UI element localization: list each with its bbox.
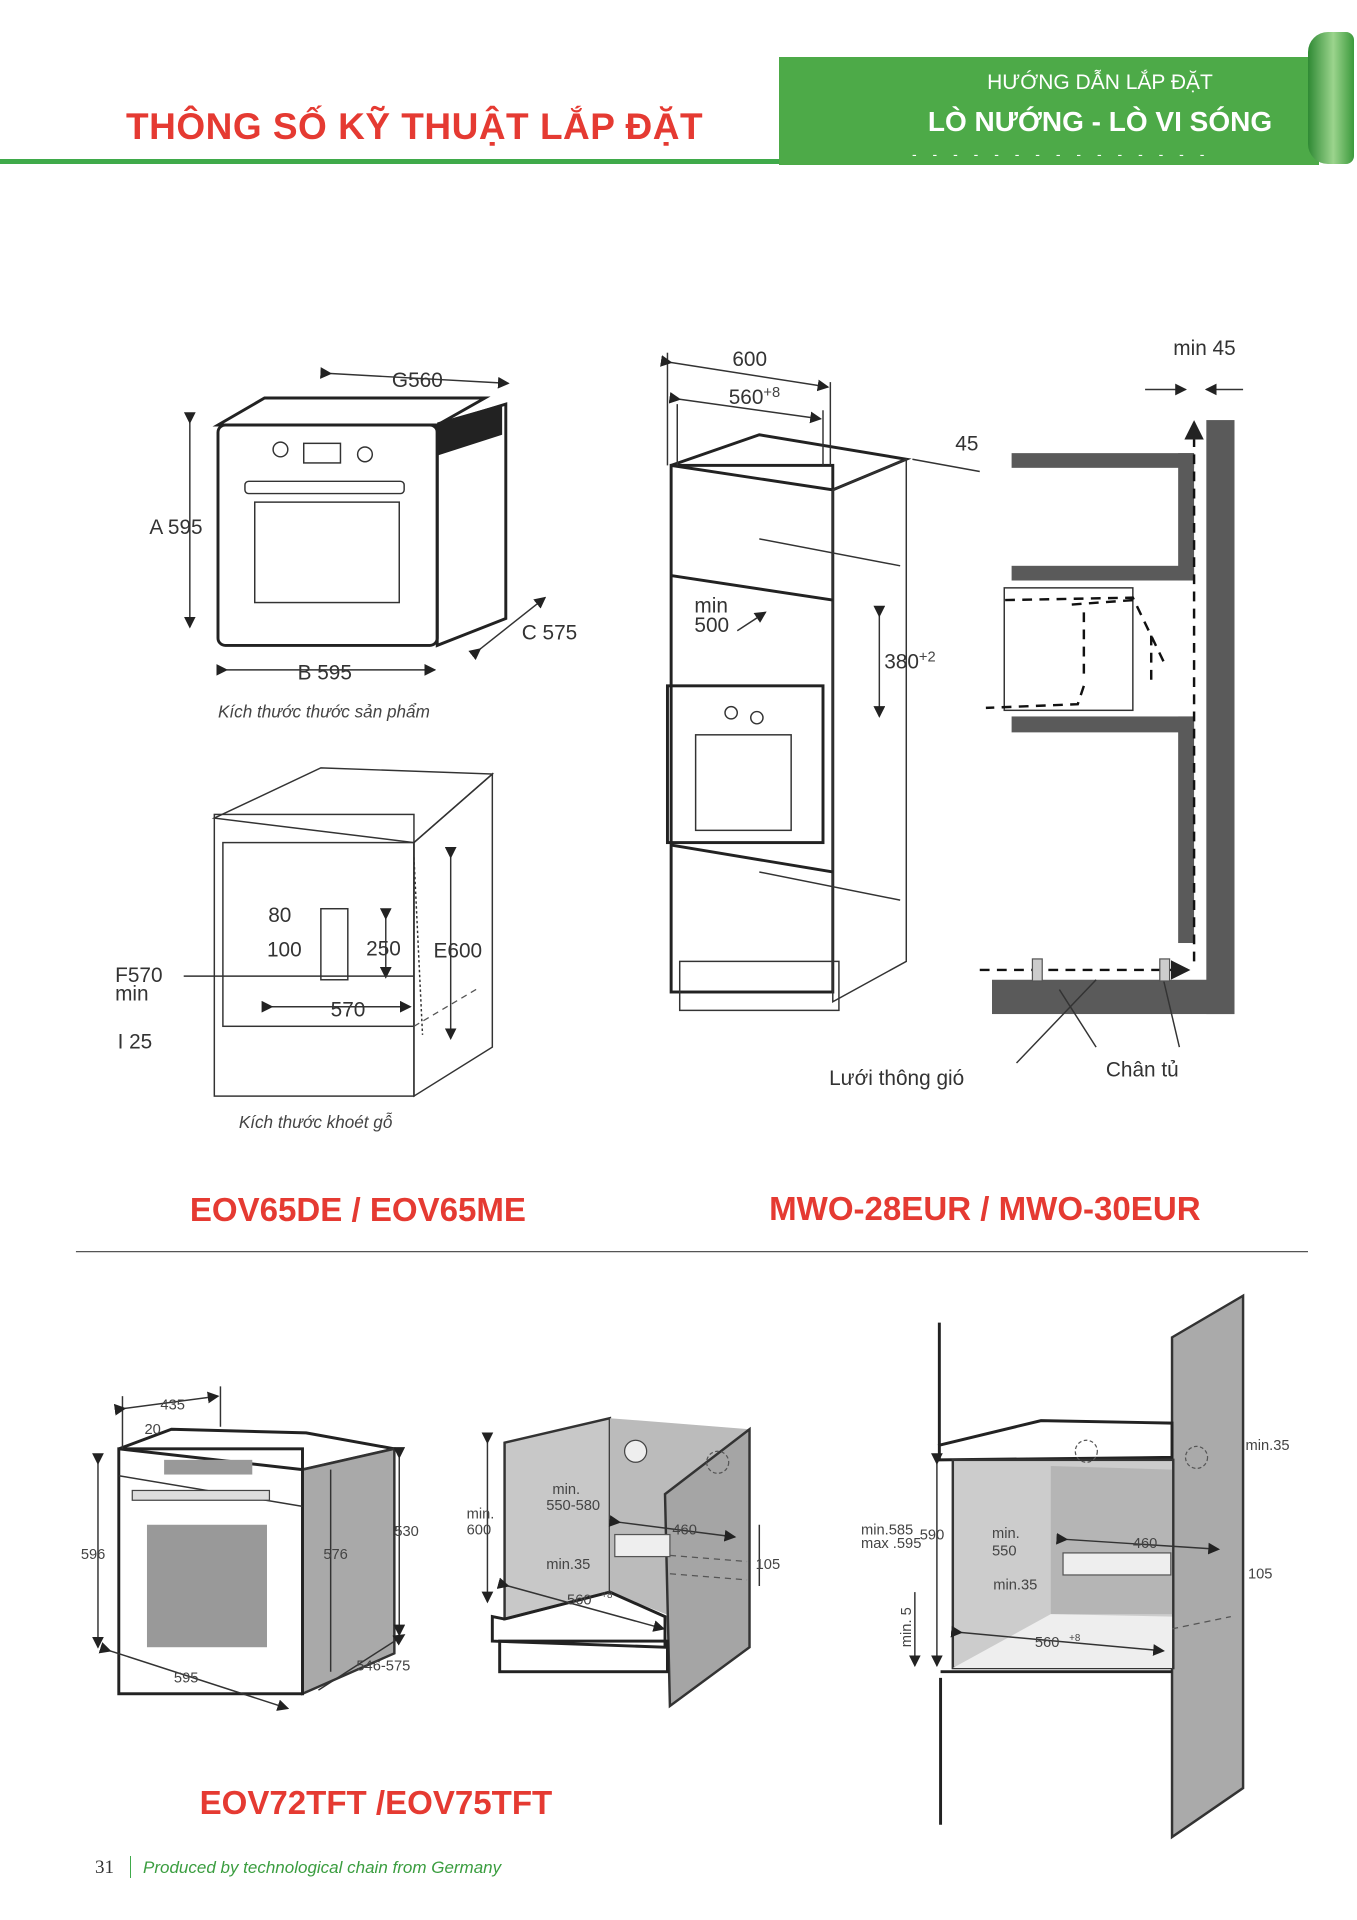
dim-min550-value: 550-580 [546, 1498, 600, 1514]
dim-380: 380+2 [884, 649, 935, 673]
dim-45: 45 [955, 433, 978, 456]
dim-596: 596 [81, 1547, 106, 1563]
footer-separator [130, 1856, 131, 1878]
dim-min550-label: min. [552, 1482, 580, 1498]
dim-80: 80 [268, 904, 291, 927]
dim-i25: I 25 [118, 1030, 153, 1053]
header-divider [0, 159, 790, 164]
dim-570: 570 [331, 999, 366, 1022]
dim-576: 576 [323, 1547, 348, 1563]
dim-530: 530 [394, 1524, 419, 1540]
dim-f570: F570 [115, 964, 162, 987]
cabinet-foot-label: Chân tủ [1106, 1059, 1179, 1082]
dim-560-r: 560+8 [1035, 1633, 1081, 1651]
oven-product-drawing [183, 367, 547, 676]
dim-a595: A 595 [149, 516, 202, 539]
dim-560: 560+8 [567, 1590, 613, 1608]
dim-600: 600 [732, 348, 767, 371]
dim-min550-value-r: 550 [992, 1543, 1017, 1559]
vent-grille-label: Lưới thông gió [829, 1067, 964, 1090]
dim-590: 590 [920, 1527, 945, 1543]
dim-250: 250 [366, 937, 401, 960]
model-eov72: EOV72TFT /EOV75TFT [200, 1785, 553, 1822]
dim-min35-r: min.35 [993, 1578, 1037, 1594]
dim-435: 435 [160, 1398, 185, 1414]
dim-105: 105 [756, 1557, 781, 1573]
banner-dashes: - - - - - - - - - - - - - - - [912, 146, 1211, 162]
cutout-caption: Kích thước khoét gỗ [239, 1112, 393, 1132]
dim-e600: E600 [434, 940, 483, 963]
oven-eov72-drawing [92, 1386, 406, 1711]
dim-f570-min: min [115, 983, 149, 1006]
dim-min45: min 45 [1173, 337, 1235, 360]
footer-tagline: Produced by technological chain from Ger… [143, 1858, 502, 1877]
dim-min600-value: 600 [467, 1523, 492, 1539]
microwave-cabinet-drawing [660, 352, 980, 1012]
dim-460-r: 460 [1133, 1536, 1158, 1552]
cutout-drawing [183, 767, 495, 1098]
dim-min585: min.585 [861, 1523, 913, 1539]
dim-100: 100 [267, 938, 302, 961]
cabinet-eov72-drawing [481, 1416, 761, 1709]
dim-560: 560+8 [729, 385, 780, 409]
banner-curl [1308, 32, 1354, 164]
tall-cabinet-drawing [908, 1293, 1245, 1840]
dim-min35: min.35 [546, 1557, 590, 1573]
ventilation-drawing [979, 383, 1244, 1064]
page-title: THÔNG SỐ KỸ THUẬT LẮP ĐẶT [126, 106, 704, 147]
banner-subtitle: HƯỚNG DẪN LẮP ĐẶT [987, 71, 1213, 94]
dim-546-575: 546-575 [356, 1658, 410, 1674]
page-number: 31 [95, 1857, 114, 1878]
model-mwo: MWO-28EUR / MWO-30EUR [769, 1191, 1201, 1228]
dim-105-r: 105 [1248, 1567, 1273, 1583]
dim-min500-value: 500 [694, 614, 729, 637]
product-caption: Kích thước thước sản phẩm [218, 702, 430, 722]
dim-460: 460 [672, 1523, 697, 1539]
dim-595: 595 [174, 1671, 199, 1687]
dim-min500-label: min [694, 594, 728, 617]
dim-max595: max .595 [861, 1536, 921, 1552]
dim-min550-label-r: min. [992, 1526, 1020, 1542]
dim-min35-top: min.35 [1246, 1438, 1290, 1454]
header-banner [779, 57, 1319, 165]
banner-title: LÒ NƯỚNG - LÒ VI SÓNG [927, 106, 1273, 137]
dim-g560: G560 [392, 369, 443, 392]
dim-20: 20 [145, 1422, 161, 1438]
dim-b595: B 595 [298, 662, 352, 685]
dim-min5: min. 5 [899, 1607, 915, 1647]
dim-c575: C 575 [522, 621, 578, 644]
model-eov65: EOV65DE / EOV65ME [190, 1192, 526, 1229]
dim-min600-label: min. [467, 1507, 495, 1523]
